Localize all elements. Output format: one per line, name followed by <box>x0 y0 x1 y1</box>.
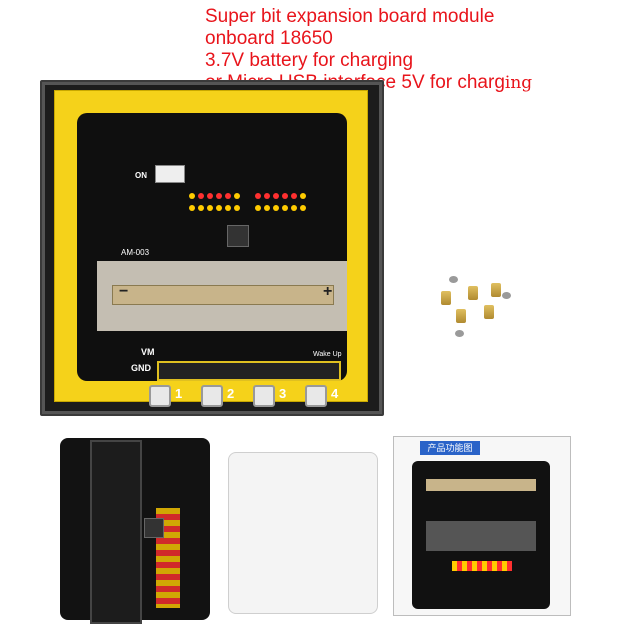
caption-line-1: Super bit expansion board module <box>205 6 495 27</box>
pin <box>291 193 297 199</box>
pin <box>282 193 288 199</box>
manual-sheet: 产品功能图 <box>393 436 571 616</box>
pin <box>198 205 204 211</box>
pin <box>273 193 279 199</box>
button-4 <box>305 385 327 407</box>
standoff-screw <box>491 283 501 297</box>
standoff-screw <box>441 291 451 305</box>
pin <box>300 205 306 211</box>
manual-slot <box>426 521 536 551</box>
pin <box>273 205 279 211</box>
minus-sign: − <box>119 283 129 300</box>
pin <box>234 193 240 199</box>
box-label: ON AM-003 <box>54 90 368 407</box>
pin <box>291 205 297 211</box>
pin <box>264 193 270 199</box>
vm-label: VM <box>141 347 155 357</box>
pin <box>207 193 213 199</box>
pin <box>255 205 261 211</box>
caption-line-3: 3.7V battery for charging <box>205 50 414 71</box>
caption-line-2: onboard 18650 <box>205 28 333 49</box>
button-4-label: 4 <box>331 386 339 401</box>
on-label: ON <box>135 171 147 180</box>
pcb-board-back <box>60 438 210 624</box>
expansion-board-image: ON AM-003 <box>77 113 347 407</box>
pin <box>225 205 231 211</box>
pin <box>264 205 270 211</box>
standoff-screw <box>456 309 466 323</box>
screw-head <box>502 292 511 299</box>
manual-pins <box>452 561 512 571</box>
button-2 <box>201 385 223 407</box>
pin-row-left-2 <box>189 205 240 211</box>
gnd-label: GND <box>131 363 151 373</box>
chip-small <box>144 518 164 538</box>
pin <box>216 193 222 199</box>
pin-row-right-2 <box>255 205 306 211</box>
wakeup-label: Wake Up <box>313 351 342 358</box>
pin <box>189 193 195 199</box>
battery-cell <box>112 285 334 305</box>
pin <box>207 205 213 211</box>
manual-diagram <box>412 461 550 609</box>
button-1-label: 1 <box>175 386 183 401</box>
standoff-screw <box>468 286 478 300</box>
pin <box>216 205 222 211</box>
pin <box>189 205 195 211</box>
pin-row-left <box>189 193 240 199</box>
edge-connector-slot <box>157 361 341 381</box>
plus-sign: + <box>323 283 333 300</box>
screw-head <box>449 276 458 283</box>
pin <box>225 193 231 199</box>
screw-head <box>455 330 464 337</box>
manual-title: 产品功能图 <box>420 441 480 455</box>
pin-row-right <box>255 193 306 199</box>
product-box: ON AM-003 <box>40 80 384 416</box>
model-label: AM-003 <box>121 248 150 257</box>
pin <box>198 193 204 199</box>
button-2-label: 2 <box>227 386 235 401</box>
pin <box>234 205 240 211</box>
button-3 <box>253 385 275 407</box>
pin <box>300 193 306 199</box>
button-3-label: 3 <box>279 386 287 401</box>
caption-line-4-tail: ing <box>504 73 533 93</box>
pin <box>255 193 261 199</box>
manual-battery <box>426 479 536 491</box>
power-switch <box>155 165 185 183</box>
acrylic-plate <box>228 452 378 614</box>
pin <box>282 205 288 211</box>
standoff-screw <box>484 305 494 319</box>
battery-holder-small <box>90 440 142 624</box>
chip <box>227 225 249 247</box>
button-1 <box>149 385 171 407</box>
